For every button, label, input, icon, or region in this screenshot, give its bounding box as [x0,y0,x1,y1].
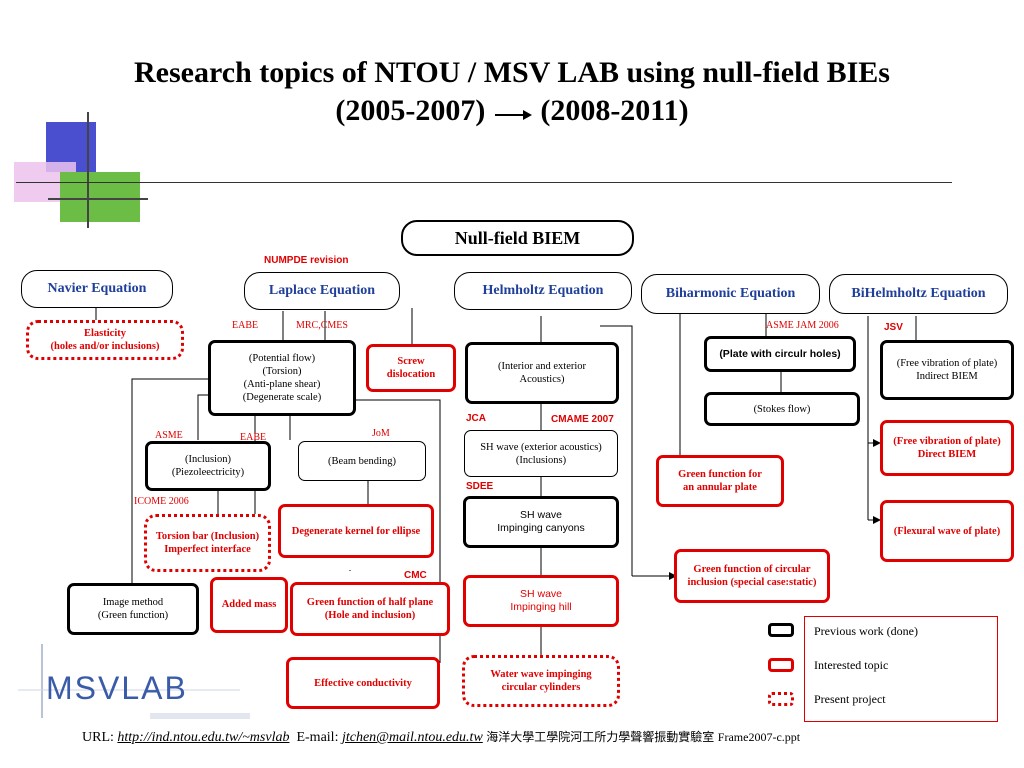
subtitle-left: (2005-2007) [335,94,486,127]
decor-horizontal-line [48,198,148,200]
email-link[interactable]: jtchen@mail.ntou.edu.tw [341,730,483,745]
laplace-equation-node: Laplace Equation [244,272,400,310]
logo-swoosh-icon [18,644,250,719]
msvlab-logo: MSVLAB [10,640,250,722]
footer: URL: http://ind.ntou.edu.tw/~msvlab E-ma… [82,728,800,746]
legend-label-interested: Interested topic [814,658,889,672]
elasticity-node: Elasticity (holes and/or inclusions) [26,320,184,360]
label-sdee: SDEE [466,481,494,492]
annular-plate-green-node: Green function for an annular plate [656,455,784,507]
torsion-bar-node: Torsion bar (Inclusion) Imperfect interf… [144,514,271,572]
label-numpde: NUMPDE revision [264,255,349,266]
subtitle-right: (2008-2011) [540,94,689,127]
image-method-node: Image method (Green function) [67,583,199,635]
effective-conductivity-node: Effective conductivity [286,657,440,709]
url-label: URL: [82,730,118,745]
circular-inclusion-green-node: Green function of circular inclusion (sp… [674,549,830,603]
stokes-flow-node: (Stokes flow) [704,392,860,426]
page-subtitle: (2005-2007) (2008-2011) [0,94,1024,130]
label-asme-jam: ASME JAM 2006 [766,320,839,331]
decor-vertical-line [87,112,89,228]
label-mrc-cmes: MRC,CMES [296,320,348,331]
biharmonic-equation-node: Biharmonic Equation [641,274,820,314]
label-icome: ICOME 2006 [134,496,189,507]
label-jca: JCA [466,413,487,424]
free-vibration-indirect-node: (Free vibration of plate) Indirect BIEM [880,340,1014,400]
arrow-icon [493,96,533,130]
label-jsv: JSV [884,322,903,333]
legend-label-previous: Previous work (done) [814,624,918,638]
sh-wave-hill-node: SH wave Impinging hill [463,575,619,627]
sh-wave-canyon-node: SH wave Impinging canyons [463,496,619,548]
legend-swatch-previous [768,623,794,637]
email-label: E-mail: [296,730,342,745]
water-wave-node: Water wave impinging circular cylinders [462,655,620,707]
helmholtz-equation-node: Helmholtz Equation [454,272,632,310]
header-rule [16,182,952,183]
potential-flow-node: (Potential flow) (Torsion) (Anti-plane s… [208,340,356,416]
flexural-wave-node: (Flexural wave of plate) [880,500,1014,562]
org-name: 海洋大學工學院河工所力學聲響振動實驗室 [486,730,715,744]
sh-wave-exterior-node: SH wave (exterior acoustics) (Inclusions… [464,430,618,477]
plate-circular-holes-node: (Plate with circulr holes) [704,336,856,372]
legend-swatch-interested [768,658,794,672]
acoustics-node: (Interior and exterior Acoustics) [465,342,619,404]
label-eabe-1: EABE [232,320,259,331]
added-mass-node: Added mass [210,577,288,633]
inclusion-node: (Inclusion) (Piezoleectricity) [145,441,271,491]
beam-bending-node: (Beam bending) [298,441,426,481]
screw-dislocation-node: Screw dislocation [366,344,456,392]
free-vibration-direct-node: (Free vibration of plate) Direct BIEM [880,420,1014,476]
page-title: Research topics of NTOU / MSV LAB using … [134,56,890,89]
url-link[interactable]: http://ind.ntou.edu.tw/~msvlab [117,730,290,745]
label-cmame: CMAME 2007 [551,414,614,425]
label-eabe-2: EABE [240,432,267,443]
half-plane-green-node: Green function of half plane (Hole and i… [290,582,450,636]
label-jom: JoM [372,428,390,439]
legend [804,616,998,722]
null-field-biem-node: Null-field BIEM [401,220,634,256]
legend-label-present: Present project [814,692,886,706]
label-asme: ASME [155,430,183,441]
file-name: Frame2007-c.ppt [717,730,801,744]
logo-text: MSVLAB [46,670,188,706]
label-cmc: CMC [404,570,427,581]
legend-swatch-present [768,692,794,706]
degenerate-kernel-node: Degenerate kernel for ellipse [278,504,434,558]
bihelmholtz-equation-node: BiHelmholtz Equation [829,274,1008,314]
decor-green-square [60,172,140,222]
navier-equation-node: Navier Equation [21,270,173,308]
